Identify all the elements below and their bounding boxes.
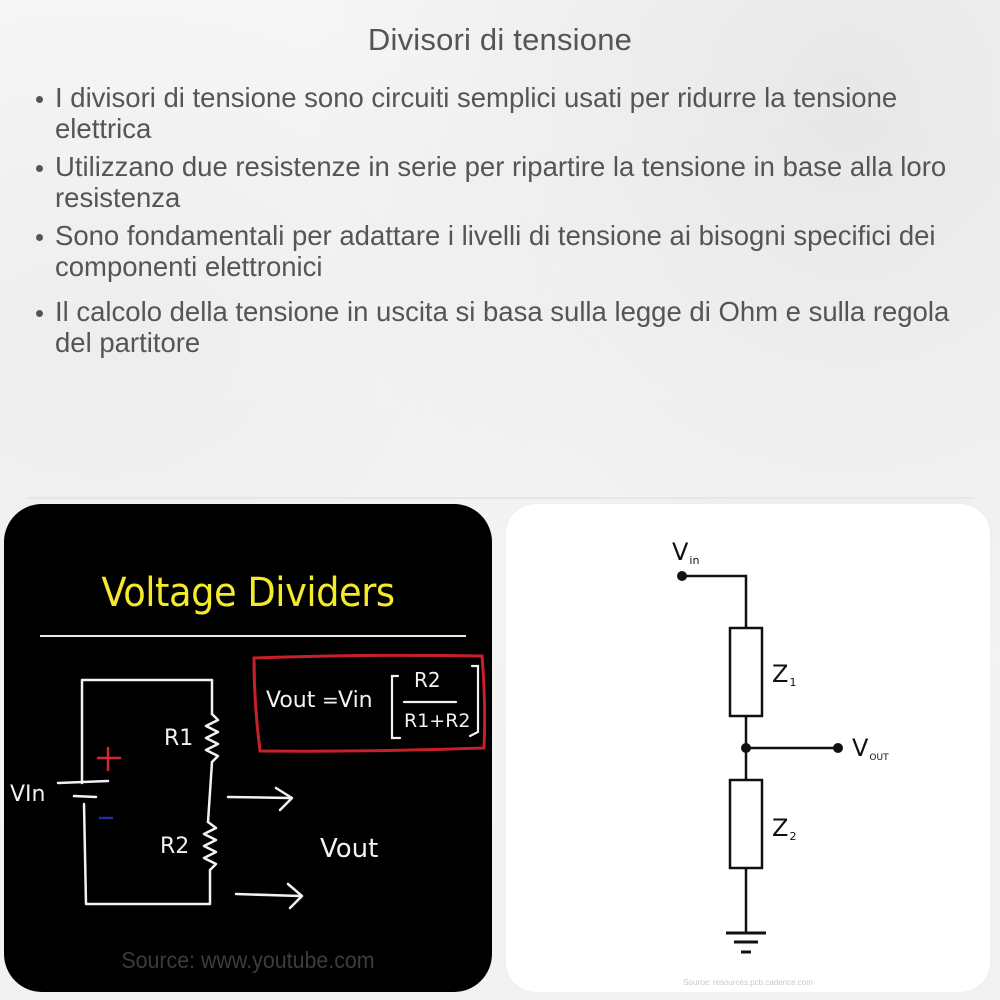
junction-node [741, 743, 751, 753]
bullet-dot-icon [36, 96, 43, 103]
schematic-diagram [677, 571, 843, 954]
ground-icon [726, 931, 766, 954]
formula-numerator: R2 [414, 668, 441, 692]
vout-label: VOUT [852, 734, 889, 763]
formula-box [252, 653, 487, 753]
vin-label: Vin [672, 538, 700, 567]
bullet-list: I divisori di tensione sono circuiti sem… [30, 82, 970, 365]
section-divider [28, 497, 974, 499]
image-source-caption: Source: resources.pcb.cadence.com [683, 978, 813, 987]
z2-resistor [728, 778, 764, 870]
z1-resistor [728, 626, 764, 718]
bullet-text: Il calcolo della tensione in uscita si b… [55, 296, 950, 358]
bullet-item: I divisori di tensione sono circuiti sem… [30, 82, 970, 144]
bullet-item: Sono fondamentali per adattare i livelli… [30, 220, 970, 282]
bullet-item: Utilizzano due resistenze in serie per r… [30, 151, 970, 213]
bullet-dot-icon [36, 310, 43, 317]
vin-node [677, 571, 687, 581]
formula-denominator: R1+R2 [404, 710, 471, 732]
formula-equals: = [322, 688, 339, 712]
image-source-caption: Source: www.youtube.com [121, 947, 375, 973]
voltage-divider-schematic-image: Vin Z1 Z2 VOUT Source: resources.pcb.cad… [506, 504, 990, 992]
bullet-text: Sono fondamentali per adattare i livelli… [55, 220, 936, 282]
bullet-dot-icon [36, 234, 43, 241]
chalkboard-circuit-drawing [40, 635, 487, 910]
r2-label: R2 [160, 834, 190, 859]
vin-label: VIn [10, 782, 46, 807]
page-title: Divisori di tensione [367, 22, 633, 57]
bullet-item: Il calcolo della tensione in uscita si b… [30, 296, 970, 358]
r1-label: R1 [164, 726, 194, 751]
voltage-divider-chalkboard-image: Voltage Dividers [4, 504, 492, 992]
vout-label: Vout [320, 834, 379, 864]
formula-vout: Vout [266, 688, 316, 713]
z1-label: Z1 [772, 660, 797, 689]
plus-sign-icon [96, 746, 122, 772]
formula-vin: Vin [338, 688, 373, 713]
image-heading: Voltage Dividers [101, 570, 395, 616]
vout-node [833, 743, 843, 753]
bullet-text: I divisori di tensione sono circuiti sem… [55, 82, 898, 144]
bullet-dot-icon [36, 165, 43, 172]
z2-label: Z2 [772, 814, 797, 843]
bullet-text: Utilizzano due resistenze in serie per r… [55, 151, 947, 213]
